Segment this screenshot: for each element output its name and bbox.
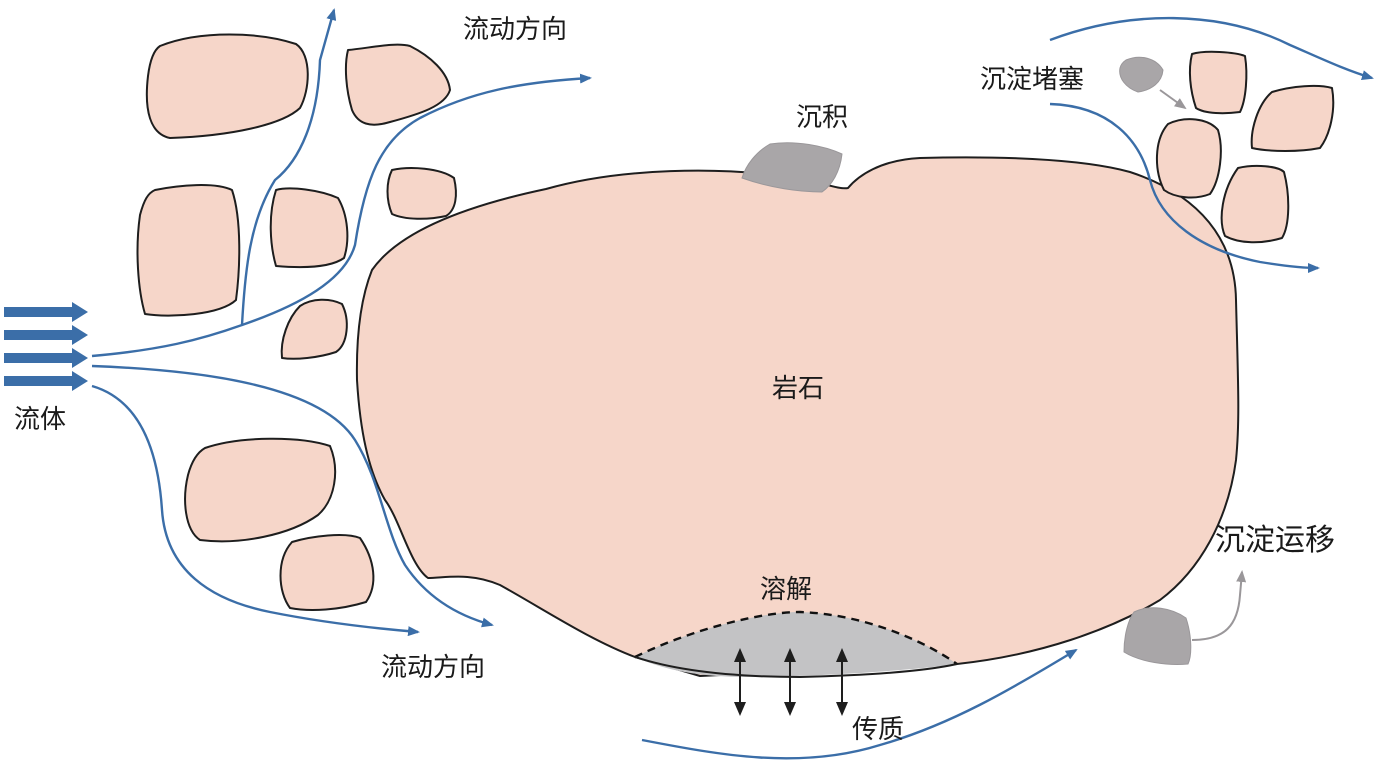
flow-line	[241, 73, 592, 327]
grain	[136, 184, 241, 317]
flow-line	[91, 364, 494, 628]
dissolution-front	[634, 610, 958, 665]
deposited-sediment	[741, 142, 843, 193]
deposition-label: 沉积	[796, 103, 848, 133]
dissolution-label: 溶解	[760, 575, 812, 605]
grain	[145, 33, 309, 139]
migrating-sediment	[1123, 607, 1192, 665]
migration-arrow	[1191, 570, 1247, 641]
grain	[344, 43, 451, 126]
plugging-sediment	[1119, 56, 1164, 93]
mass-transfer-arrows	[734, 648, 848, 716]
grain	[269, 187, 349, 269]
flow-direction-label-bottom: 流动方向	[381, 653, 485, 683]
rock-label: 岩石	[772, 374, 824, 404]
mass-transfer-label: 传质	[852, 715, 904, 745]
fluid-inlet-arrows	[4, 302, 88, 391]
flow-line	[1049, 16, 1374, 80]
flow-line	[91, 8, 337, 358]
grain	[386, 167, 457, 220]
grain	[1250, 84, 1335, 152]
main-rock	[355, 156, 1240, 677]
grain	[1188, 50, 1248, 115]
grain	[1220, 164, 1290, 244]
flow-line	[1049, 102, 1320, 273]
fluid-label: 流体	[14, 405, 66, 435]
flow-direction-label-top: 流动方向	[463, 15, 567, 45]
plugging-arrow	[1159, 89, 1187, 110]
grain	[184, 437, 337, 543]
grain	[1155, 118, 1222, 199]
migration-label: 沉淀运移	[1215, 523, 1335, 558]
grain	[279, 534, 375, 611]
plugging-label: 沉淀堵塞	[980, 65, 1084, 95]
flow-line	[91, 384, 420, 637]
dissolution-zone	[635, 612, 957, 677]
grain	[280, 298, 348, 360]
flow-line	[641, 648, 1078, 760]
